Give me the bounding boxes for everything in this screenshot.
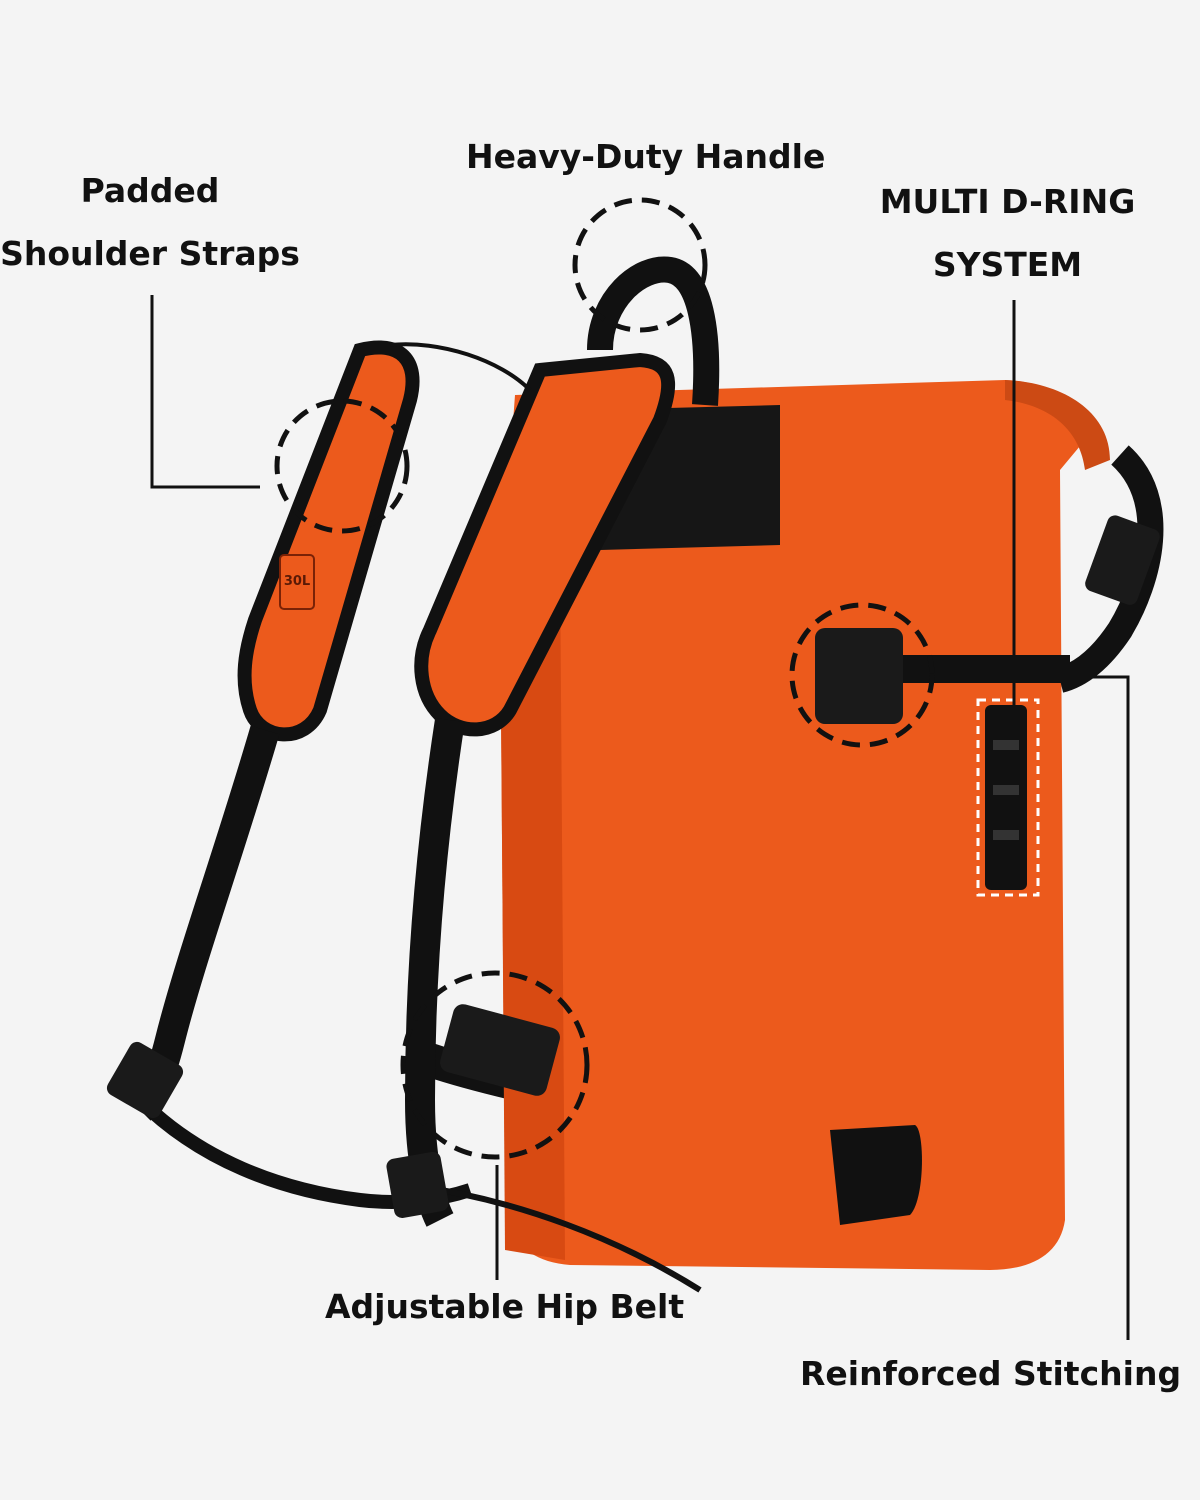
d-ring-label-line1: MULTI D-RING: [879, 182, 1136, 221]
lower-strap-right: [409, 1182, 702, 1293]
hip-belt-label: Adjustable Hip Belt: [325, 1287, 685, 1326]
side-compression-strap: [1056, 445, 1164, 693]
stitching-callout-line: [945, 675, 1130, 1340]
handle-label: Heavy-Duty Handle: [466, 137, 826, 176]
d-ring-strap: [900, 655, 1070, 683]
right-shoulder-webbing: [404, 717, 465, 1227]
roll-top: [1005, 380, 1110, 470]
d-ring-label-line2: SYSTEM: [932, 244, 1083, 284]
padded-callout-line: [150, 295, 260, 489]
stitching-label: Reinforced Stitching: [800, 1354, 1182, 1393]
d-ring-highlight-circle: [789, 602, 935, 748]
left-shoulder-webbing: [128, 725, 280, 1121]
bottom-anchor-patch: [830, 1125, 922, 1225]
strap-badge: [279, 554, 315, 610]
d-ring-anchor-patch: [815, 628, 903, 724]
stitching-highlight-box: [976, 698, 1040, 897]
padded-label: Padded Shoulder Straps: [0, 160, 300, 285]
hip-belt-highlight-circle: [400, 970, 590, 1160]
strap-badge-text: 30L: [284, 574, 310, 589]
hip-belt-buckle: [440, 1004, 560, 1096]
padded-label-line1: Padded: [80, 171, 220, 210]
backpack-body: [500, 380, 1085, 1270]
left-ladder-lock: [106, 1041, 184, 1119]
right-shoulder-pad: [414, 352, 676, 737]
side-buckle: [1085, 515, 1160, 605]
shoulder-connector-cord: [389, 342, 532, 392]
stitching-strip: [985, 705, 1027, 890]
heavy-duty-handle: [587, 256, 720, 406]
right-ladder-lock: [386, 1151, 449, 1218]
left-shoulder-pad: [237, 340, 420, 742]
handle-highlight-circle: [572, 197, 708, 333]
padded-label-line2: Shoulder Straps: [0, 233, 300, 273]
d-ring-label: MULTI D-RING SYSTEM: [865, 171, 1150, 296]
shoulder-pad-highlight-circle: [274, 398, 410, 534]
